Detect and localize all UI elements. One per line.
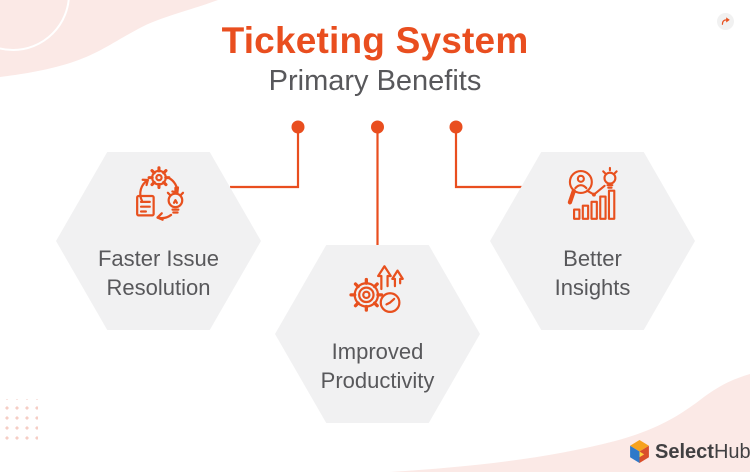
benefit-hexagon-better-insights: Better Insights xyxy=(490,152,695,330)
brand-hub: Hub xyxy=(713,440,750,463)
connector-left xyxy=(230,127,300,189)
benefit-label-line: Resolution xyxy=(106,275,211,300)
dots-pattern-decoration xyxy=(0,399,38,441)
connector-dot xyxy=(291,120,305,134)
issue-resolution-cycle-icon xyxy=(136,166,185,221)
benefit-label-line: Improved xyxy=(331,339,424,364)
share-arrow-icon xyxy=(721,17,730,25)
benefit-label: Faster Issue Resolution xyxy=(56,244,261,302)
benefit-label: Improved Productivity xyxy=(275,337,480,395)
insights-analysis-icon xyxy=(567,166,618,220)
page-title: Ticketing System xyxy=(221,20,529,61)
selecthub-wordmark: SelectHub xyxy=(655,442,750,462)
selecthub-logo: SelectHub xyxy=(629,440,750,463)
share-button[interactable] xyxy=(717,13,734,30)
benefit-label-line: Better xyxy=(563,246,622,271)
selecthub-cube-icon xyxy=(630,440,649,463)
benefit-label-line: Faster Issue xyxy=(97,246,220,271)
brand-select: Select xyxy=(655,440,714,463)
connector-dot xyxy=(371,120,384,134)
bottom-right-pink-wave xyxy=(390,374,750,472)
benefit-label-line: Productivity xyxy=(320,368,435,393)
connector-right xyxy=(454,127,524,189)
productivity-gear-clock-icon xyxy=(349,265,404,314)
page-subtitle: Primary Benefits xyxy=(268,64,482,97)
connector-dot xyxy=(449,120,463,134)
top-left-pink-wave xyxy=(0,0,218,77)
benefit-label-line: Insights xyxy=(554,275,631,300)
top-left-white-arc xyxy=(0,0,70,51)
benefit-label: Better Insights xyxy=(490,244,695,302)
header: Ticketing System Primary Benefits xyxy=(0,20,750,97)
